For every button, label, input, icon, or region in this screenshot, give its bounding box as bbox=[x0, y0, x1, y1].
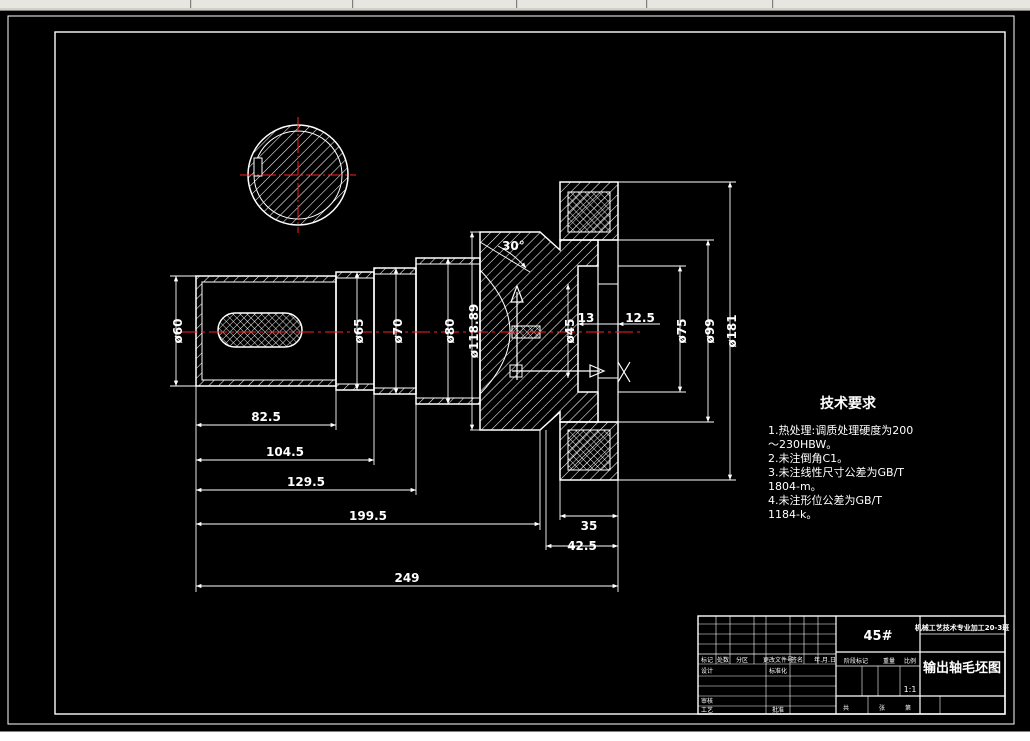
tech-req-title: 技术要求 bbox=[820, 395, 877, 412]
dim-len-13-label: 13 bbox=[578, 311, 595, 325]
tb-label-gongyi: 工艺 bbox=[701, 706, 713, 714]
tb-label-biaozhunhua: 标准化 bbox=[769, 667, 787, 675]
technical-requirements: 技术要求 1.热处理:调质处理硬度为200 ～230HBW。 2.未注倒角C1。… bbox=[768, 395, 913, 521]
sheet-outer-border bbox=[7, 15, 1015, 725]
toolbar-segment[interactable] bbox=[354, 0, 517, 8]
title-block-school: 机械工艺技术专业加工20-3班 bbox=[915, 623, 1010, 632]
dim-len-825-label: 82.5 bbox=[251, 410, 281, 424]
tech-req-line-1: 1.热处理:调质处理硬度为200 bbox=[768, 423, 913, 437]
tb-label-pizhun: 批准 bbox=[772, 706, 784, 714]
dim-d181-label: ø181 bbox=[725, 314, 739, 347]
tb-label-riqi: 年.月.日 bbox=[814, 656, 836, 664]
dim-angle-30-label: 30° bbox=[502, 239, 525, 253]
dim-d60-label: ø60 bbox=[171, 319, 185, 344]
toolbar-segment[interactable] bbox=[774, 0, 1030, 8]
tb-label-di: 第 bbox=[905, 704, 911, 712]
tb-label-sheji: 设计 bbox=[701, 667, 713, 675]
toolbar-segment[interactable] bbox=[518, 0, 647, 8]
dim-d11889-label: ø118.89 bbox=[467, 304, 481, 359]
length-dimensions bbox=[195, 241, 660, 592]
dim-len-1045-label: 104.5 bbox=[266, 445, 304, 459]
tb-label-bili: 比例 bbox=[904, 657, 916, 665]
tb-label-biaoji: 标记 bbox=[701, 656, 713, 664]
dim-d75-label: ø75 bbox=[675, 319, 689, 344]
dim-len-425-label: 42.5 bbox=[567, 539, 597, 553]
dim-d65-label: ø65 bbox=[352, 319, 366, 344]
tb-label-jieduan: 阶段标记 bbox=[844, 657, 868, 665]
dim-len-35-label: 35 bbox=[581, 519, 598, 533]
toolbar-segment[interactable] bbox=[648, 0, 773, 8]
cad-drawing-canvas[interactable]: ø60 ø65 ø70 ø80 ø118.89 ø45 ø75 ø99 ø181… bbox=[0, 10, 1030, 731]
dim-d80-label: ø80 bbox=[443, 319, 457, 344]
tb-label-zhang: 张 bbox=[879, 704, 885, 712]
title-block-drawing-name: 输出轴毛坯图 bbox=[923, 660, 1001, 676]
dim-len-249-label: 249 bbox=[394, 571, 419, 585]
dim-d45-label: ø45 bbox=[563, 319, 577, 344]
tech-req-line-2: ～230HBW。 bbox=[768, 438, 837, 451]
sheet-inner-border bbox=[54, 31, 1006, 715]
tb-label-gong: 共 bbox=[843, 704, 849, 712]
status-strip bbox=[0, 731, 1030, 741]
dim-d70-label: ø70 bbox=[391, 319, 405, 344]
toolbar-segment[interactable] bbox=[0, 0, 191, 8]
cross-section-view bbox=[240, 117, 356, 233]
shaft-profile bbox=[195, 181, 631, 481]
dim-d99-label: ø99 bbox=[703, 319, 717, 344]
tb-label-zhongliang: 重量 bbox=[883, 657, 895, 665]
tb-label-qianming: 签名 bbox=[791, 656, 803, 664]
title-block bbox=[697, 615, 1006, 715]
tb-label-gengai: 更改文件号 bbox=[763, 656, 793, 664]
tb-label-fenqu: 分区 bbox=[736, 656, 748, 664]
tb-label-shenhe: 审核 bbox=[701, 697, 713, 705]
dim-len-1995-label: 199.5 bbox=[349, 509, 387, 523]
tech-req-line-7: 1184-k。 bbox=[768, 508, 817, 521]
toolbar-strip bbox=[0, 0, 1030, 11]
title-block-scale: 1:1 bbox=[904, 685, 917, 694]
diameter-dimensions bbox=[170, 181, 736, 481]
tech-req-line-4: 3.未注线性尺寸公差为GB/T bbox=[768, 465, 904, 479]
tb-label-chushu: 处数 bbox=[717, 656, 729, 664]
toolbar-segment[interactable] bbox=[192, 0, 353, 8]
title-block-material: 45# bbox=[864, 629, 893, 644]
tech-req-line-6: 4.未注形位公差为GB/T bbox=[768, 493, 882, 507]
dim-len-125-label: 12.5 bbox=[625, 311, 655, 325]
tech-req-line-5: 1804-m。 bbox=[768, 480, 822, 493]
tech-req-line-3: 2.未注倒角C1。 bbox=[768, 451, 848, 465]
dim-len-1295-label: 129.5 bbox=[287, 475, 325, 489]
